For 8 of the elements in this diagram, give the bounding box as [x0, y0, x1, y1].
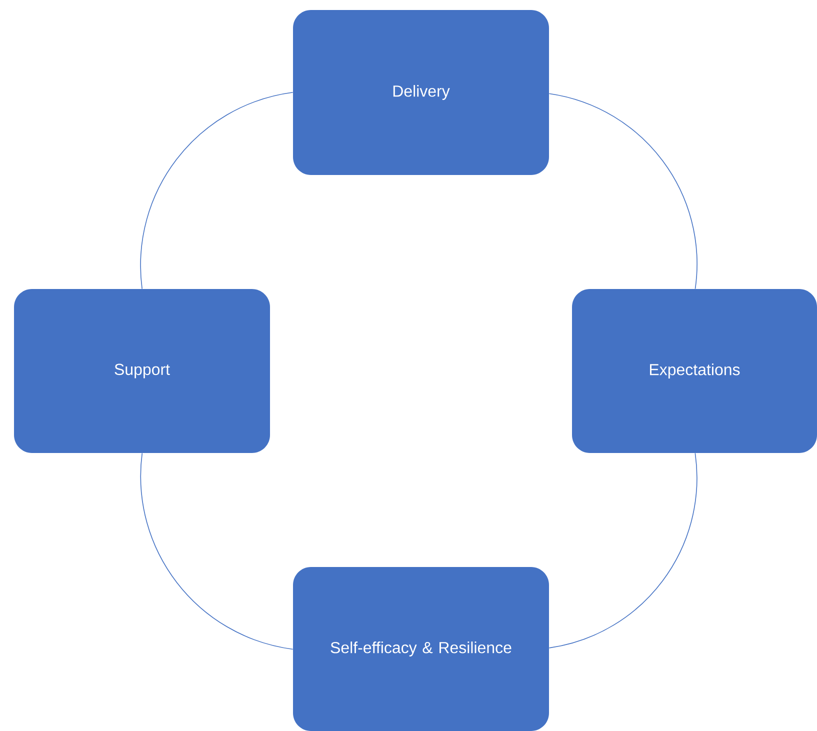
connector-arc [140, 452, 294, 650]
process-box: Delivery [293, 10, 549, 175]
connector-arc [548, 93, 698, 290]
process-box: Support [14, 288, 270, 453]
connector-arc [548, 452, 698, 648]
process-box: Expectations [572, 288, 817, 453]
connector-arc [140, 92, 294, 290]
process-box: Self-efficacy & Resilience [293, 566, 549, 731]
